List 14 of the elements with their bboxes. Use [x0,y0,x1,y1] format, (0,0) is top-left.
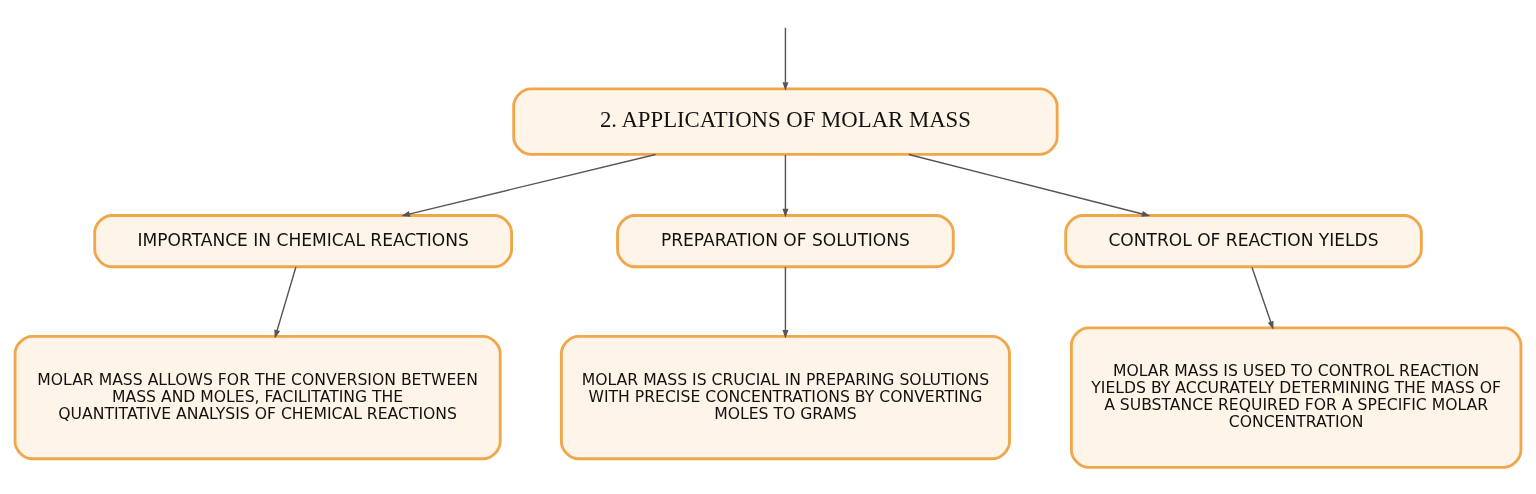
node-box: MOLAR MASS IS CRUCIAL IN PREPARING SOLUTIONS WITH PRECISE CONCENTRATIONS BY CONVERTING MOLES TO GRAMS [559,335,1011,461]
node-box: PREPARATION OF SOLUTIONS [616,214,955,269]
node-box: MOLAR MASS IS USED TO CONTROL REACTION YIELDS BY ACCURATELY DETERMINING THE MASS OF A SUBSTANCE REQUIRED FOR A SPECIFIC MOLAR CONCENTRATION [1069,326,1523,469]
node-box: CONTROL OF REACTION YIELDS [1064,214,1423,269]
arrow [782,27,789,91]
arrow [1251,266,1274,330]
arrow [782,266,789,339]
arrow [401,153,657,217]
arrow [908,153,1151,217]
node-box: MOLAR MASS ALLOWS FOR THE CONVERSION BETWEEN MASS AND MOLES, FACILITATING THE QUANTITATIVE ANALYSIS OF CHEMICAL REACTIONS [13,335,502,461]
node-box: 2. APPLICATIONS OF MOLAR MASS [512,87,1059,156]
arrow [782,154,789,218]
arrow [274,266,297,339]
node-box: IMPORTANCE IN CHEMICAL REACTIONS [93,214,513,269]
